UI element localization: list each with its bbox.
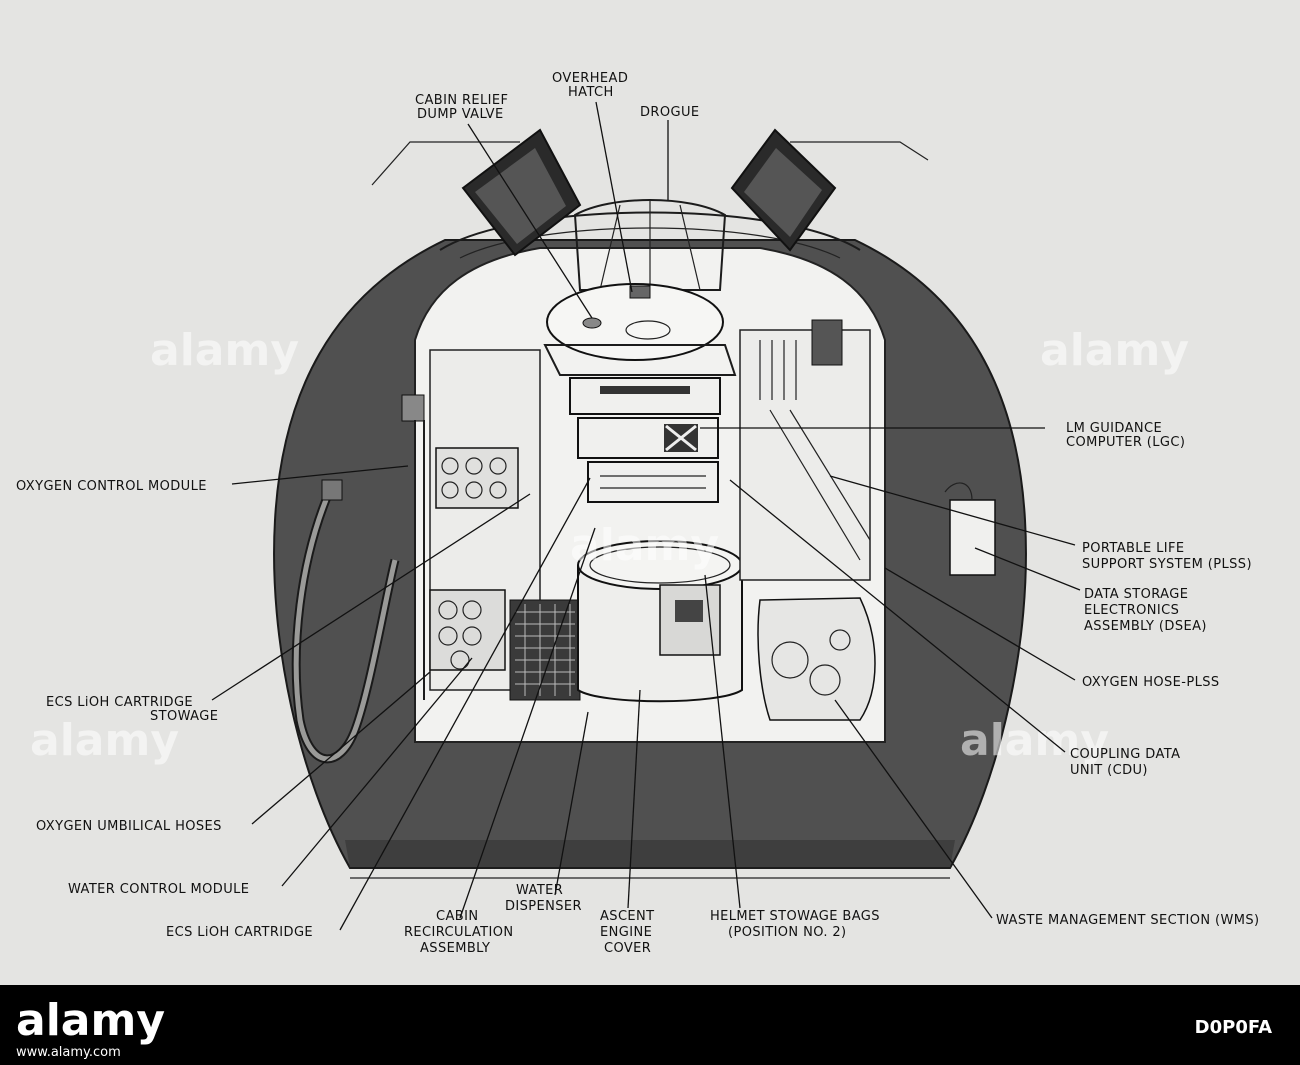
dump-valve — [582, 317, 602, 329]
cabin-floor — [345, 840, 955, 868]
left-guide-line — [371, 141, 520, 186]
waste-management-section — [757, 597, 876, 721]
label-oxygen-control-module: OXYGEN CONTROL MODULE — [16, 479, 207, 494]
label-lm-guidance: LM GUIDANCE — [1066, 421, 1162, 436]
label-dump-valve: DUMP VALVE — [417, 107, 504, 122]
watermark-left: alamy — [150, 325, 299, 376]
label-ascent: ASCENT — [600, 909, 655, 924]
ecs-cartridge-unit — [509, 599, 581, 701]
label-helmet-stowage: HELMET STOWAGE BAGS — [710, 909, 880, 924]
watermark-right-lower: alamy — [960, 715, 1109, 766]
label-coupling-data: COUPLING DATA — [1070, 747, 1180, 762]
label-cabin-relief: CABIN RELIEF — [415, 93, 508, 108]
right-wall-panel — [739, 329, 871, 581]
label-cdu: UNIT (CDU) — [1070, 763, 1148, 778]
label-recirculation: RECIRCULATION — [404, 925, 514, 940]
label-assembly: ASSEMBLY — [420, 941, 490, 956]
label-water-control-module: WATER CONTROL MODULE — [68, 882, 249, 897]
label-hatch: HATCH — [568, 85, 614, 100]
label-water: WATER — [516, 883, 563, 898]
drogue-dome — [573, 199, 727, 291]
label-oxygen-umbilical-hoses: OXYGEN UMBILICAL HOSES — [36, 819, 222, 834]
label-ecs-lioh-cartridge: ECS LiOH CARTRIDGE — [166, 925, 313, 940]
leader-lines — [211, 101, 1081, 931]
oxygen-control-panel — [435, 447, 519, 509]
label-dispenser: DISPENSER — [505, 899, 582, 914]
footer-image-code: D0P0FA — [1194, 1017, 1272, 1038]
label-engine: ENGINE — [600, 925, 652, 940]
label-stowage: STOWAGE — [150, 709, 218, 724]
label-plss: SUPPORT SYSTEM (PLSS) — [1082, 557, 1252, 572]
footer-caption: www.alamy.com — [16, 1045, 121, 1060]
label-dsea: ASSEMBLY (DSEA) — [1084, 619, 1207, 634]
label-wms: WASTE MANAGEMENT SECTION (WMS) — [996, 913, 1259, 928]
footer-brand-logo: alamy — [16, 995, 165, 1046]
watermark-center: alamy — [570, 520, 719, 571]
label-lgc: COMPUTER (LGC) — [1066, 435, 1185, 450]
right-guide-line — [790, 141, 929, 161]
label-data-storage: DATA STORAGE — [1084, 587, 1188, 602]
label-ecs-stowage: ECS LiOH CARTRIDGE — [46, 695, 193, 710]
overhead-hatch — [546, 283, 724, 361]
lgc-console — [569, 377, 721, 415]
label-electronics: ELECTRONICS — [1084, 603, 1179, 618]
label-position-no-2: (POSITION NO. 2) — [728, 925, 847, 940]
label-cabin: CABIN — [436, 909, 478, 924]
label-overhead: OVERHEAD — [552, 71, 628, 86]
stock-footer-bar: alamy D0P0FA www.alamy.com — [0, 985, 1300, 1065]
watermark-right: alamy — [1040, 325, 1189, 376]
label-oxygen-hose-plss: OXYGEN HOSE-PLSS — [1082, 675, 1220, 690]
label-cover: COVER — [604, 941, 651, 956]
watermark-left-lower: alamy — [30, 715, 179, 766]
label-portable-life: PORTABLE LIFE — [1082, 541, 1184, 556]
label-drogue: DROGUE — [640, 105, 699, 120]
